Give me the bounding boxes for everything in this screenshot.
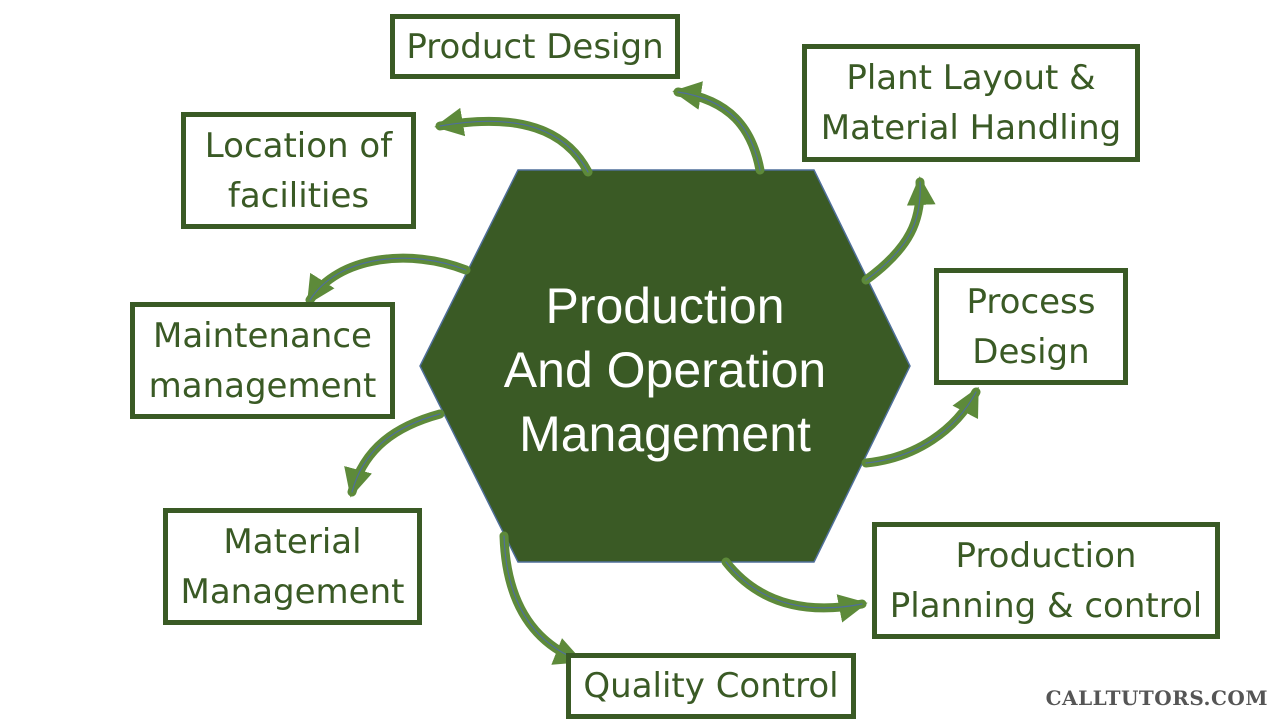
arrow-to-plant-layout xyxy=(861,176,936,285)
node-production-planning-control: Production Planning & control xyxy=(872,522,1220,639)
node-label-line: Production xyxy=(955,535,1137,576)
node-label-line: Material xyxy=(223,521,362,562)
node-maintenance-management: Maintenance management xyxy=(130,302,395,419)
node-material-management: Material Management xyxy=(163,508,422,625)
node-label-line: management xyxy=(148,365,377,406)
node-label-line: Maintenance xyxy=(153,315,372,356)
node-label-line: Planning & control xyxy=(889,585,1203,626)
arrow-to-material-management xyxy=(344,409,445,498)
node-label-line: facilities xyxy=(227,175,370,216)
arrow-to-maintenance xyxy=(305,253,471,305)
node-label-line: Quality Control xyxy=(583,666,839,706)
node-label-line: Material Handling xyxy=(820,108,1122,148)
hub-hexagon xyxy=(419,169,911,563)
node-plant-layout-material-handling: Plant Layout & Material Handling xyxy=(802,44,1140,162)
node-quality-control: Quality Control xyxy=(566,653,856,719)
node-label-line: Location of xyxy=(204,125,393,166)
node-label-line: Product Design xyxy=(406,26,664,67)
arrow-to-production-planning xyxy=(721,557,868,623)
node-label-line: Design xyxy=(972,331,1090,372)
arrow-to-product-design xyxy=(672,81,765,175)
node-location-of-facilities: Location of facilities xyxy=(181,112,416,229)
watermark-text: CALLTUTORS.COM xyxy=(1045,686,1268,710)
node-process-design: Process Design xyxy=(934,268,1128,385)
node-label-line: Plant Layout & xyxy=(846,58,1096,98)
arrow-to-location-facilities xyxy=(434,107,593,177)
node-label-line: Process xyxy=(966,281,1096,322)
node-label-line: Management xyxy=(180,571,405,612)
connector-arrows xyxy=(305,81,981,665)
node-product-design: Product Design xyxy=(390,14,680,79)
